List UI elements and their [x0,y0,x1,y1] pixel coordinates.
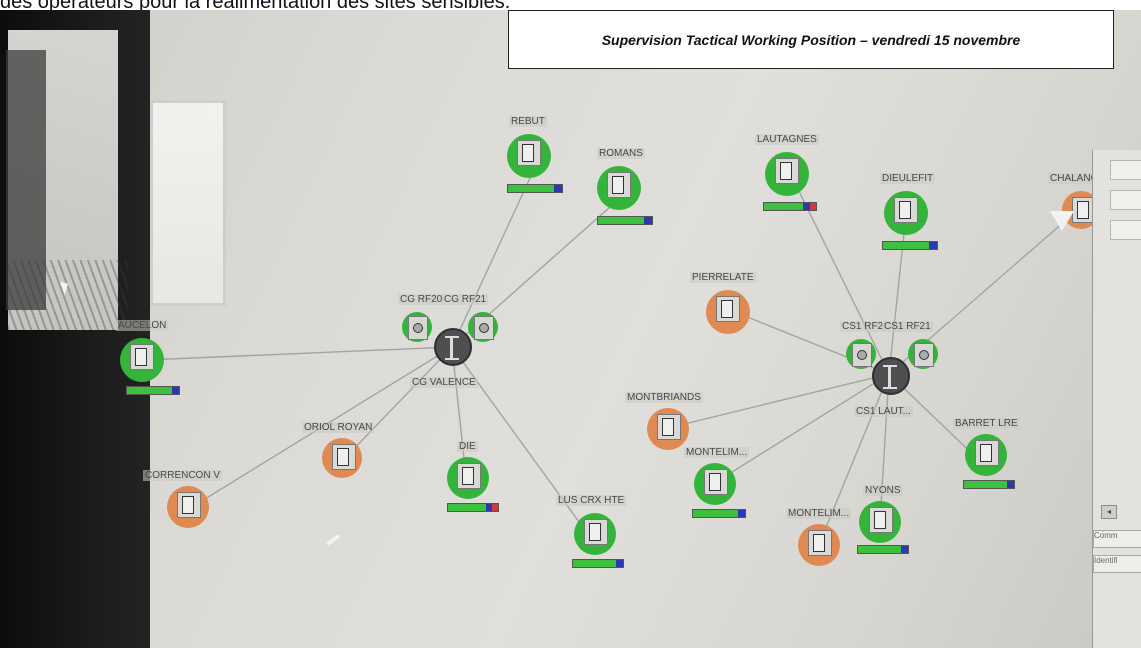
link-dieulefit [888,214,907,375]
site-label: NYONS [863,485,903,496]
panel-cell [1110,160,1141,180]
panel-cell [1110,220,1141,240]
radio-tower-icon [706,290,750,334]
status-bar [763,202,817,211]
photo-of-monitor: Supervision Tactical Working Position – … [0,10,1141,648]
link-oriol [344,346,453,459]
site-label: MONTELIM... [786,508,852,519]
status-bar [882,241,938,250]
hub-radio-label-2: CS1 RF21 [882,321,933,332]
link-aucelon [145,346,453,361]
window-frame-reflection [6,50,46,310]
server-hub-icon[interactable] [434,328,472,366]
site-label: CORRENCON V [143,470,223,481]
speaker-icon[interactable] [908,339,938,369]
scroll-left-button[interactable]: ◂ [1101,505,1117,519]
link-nyons [879,373,890,523]
radio-tower-icon [859,501,901,543]
speaker-icon[interactable] [402,312,432,342]
site-label: AUCELON [116,320,169,331]
site-label: LAUTAGNES [755,134,819,145]
status-bar [692,509,746,518]
site-label: MONTELIM... [684,447,750,458]
speaker-icon[interactable] [846,339,876,369]
site-label: REBUT [509,116,547,127]
hub-radio-label-2: CG RF21 [442,294,489,305]
radio-tower-icon [765,152,809,196]
radio-tower-icon [694,463,736,505]
hub-label: CG VALENCE [410,377,478,388]
site-label: CHALANCO [1048,173,1108,184]
hub-radio-label-1: CG RF20 [398,294,445,305]
title-banner: Supervision Tactical Working Position – … [508,10,1114,69]
radio-tower-icon [167,486,209,528]
site-label: PIERRELATE [690,272,756,283]
link-montelim-1 [715,373,890,483]
link-rebut [451,177,531,348]
site-label: ROMANS [597,148,645,159]
radio-tower-icon [647,408,689,450]
hub-radio-label-1: CS1 RF2 [840,321,886,332]
identifier-field[interactable]: Identifi [1093,555,1141,573]
radio-tower-icon [120,338,164,382]
link-die [451,346,467,478]
server-hub-icon[interactable] [872,357,910,395]
title-text: Supervision Tactical Working Position – … [601,31,1021,48]
glare-wedge [1050,211,1074,231]
hub-label: CS1 LAUT... [854,406,914,417]
link-montbriands [667,373,890,429]
radio-tower-icon [597,166,641,210]
radio-tower-icon [798,524,840,566]
right-side-panel: ◂ Comm Identifi [1092,150,1141,648]
speaker-icon[interactable] [468,312,498,342]
radio-tower-icon [884,191,928,235]
status-bar [597,216,653,225]
site-label: BARRET LRE [953,418,1020,429]
status-bar [572,559,624,568]
radio-tower-icon [507,134,551,178]
window-glare [150,100,226,306]
document-caption: des opérateurs pour la réalimentation de… [0,0,511,13]
site-label: DIEULEFIT [880,173,936,184]
network-links [145,172,1081,543]
status-bar [963,480,1015,489]
status-bar [507,184,563,193]
radio-tower-icon [965,434,1007,476]
radio-tower-icon [574,513,616,555]
tree-reflection [8,260,128,330]
status-bar [857,545,909,554]
panel-cell [1110,190,1141,210]
radio-tower-icon [322,438,362,478]
status-bar [126,386,180,395]
site-label: DIE [457,441,478,452]
comment-field[interactable]: Comm [1093,530,1141,548]
site-label: LUS CRX HTE [556,495,627,506]
radio-tower-icon [447,457,489,499]
site-label: ORIOL ROYAN [302,422,375,433]
site-label: MONTBRIANDS [625,392,703,403]
status-bar [447,503,499,512]
